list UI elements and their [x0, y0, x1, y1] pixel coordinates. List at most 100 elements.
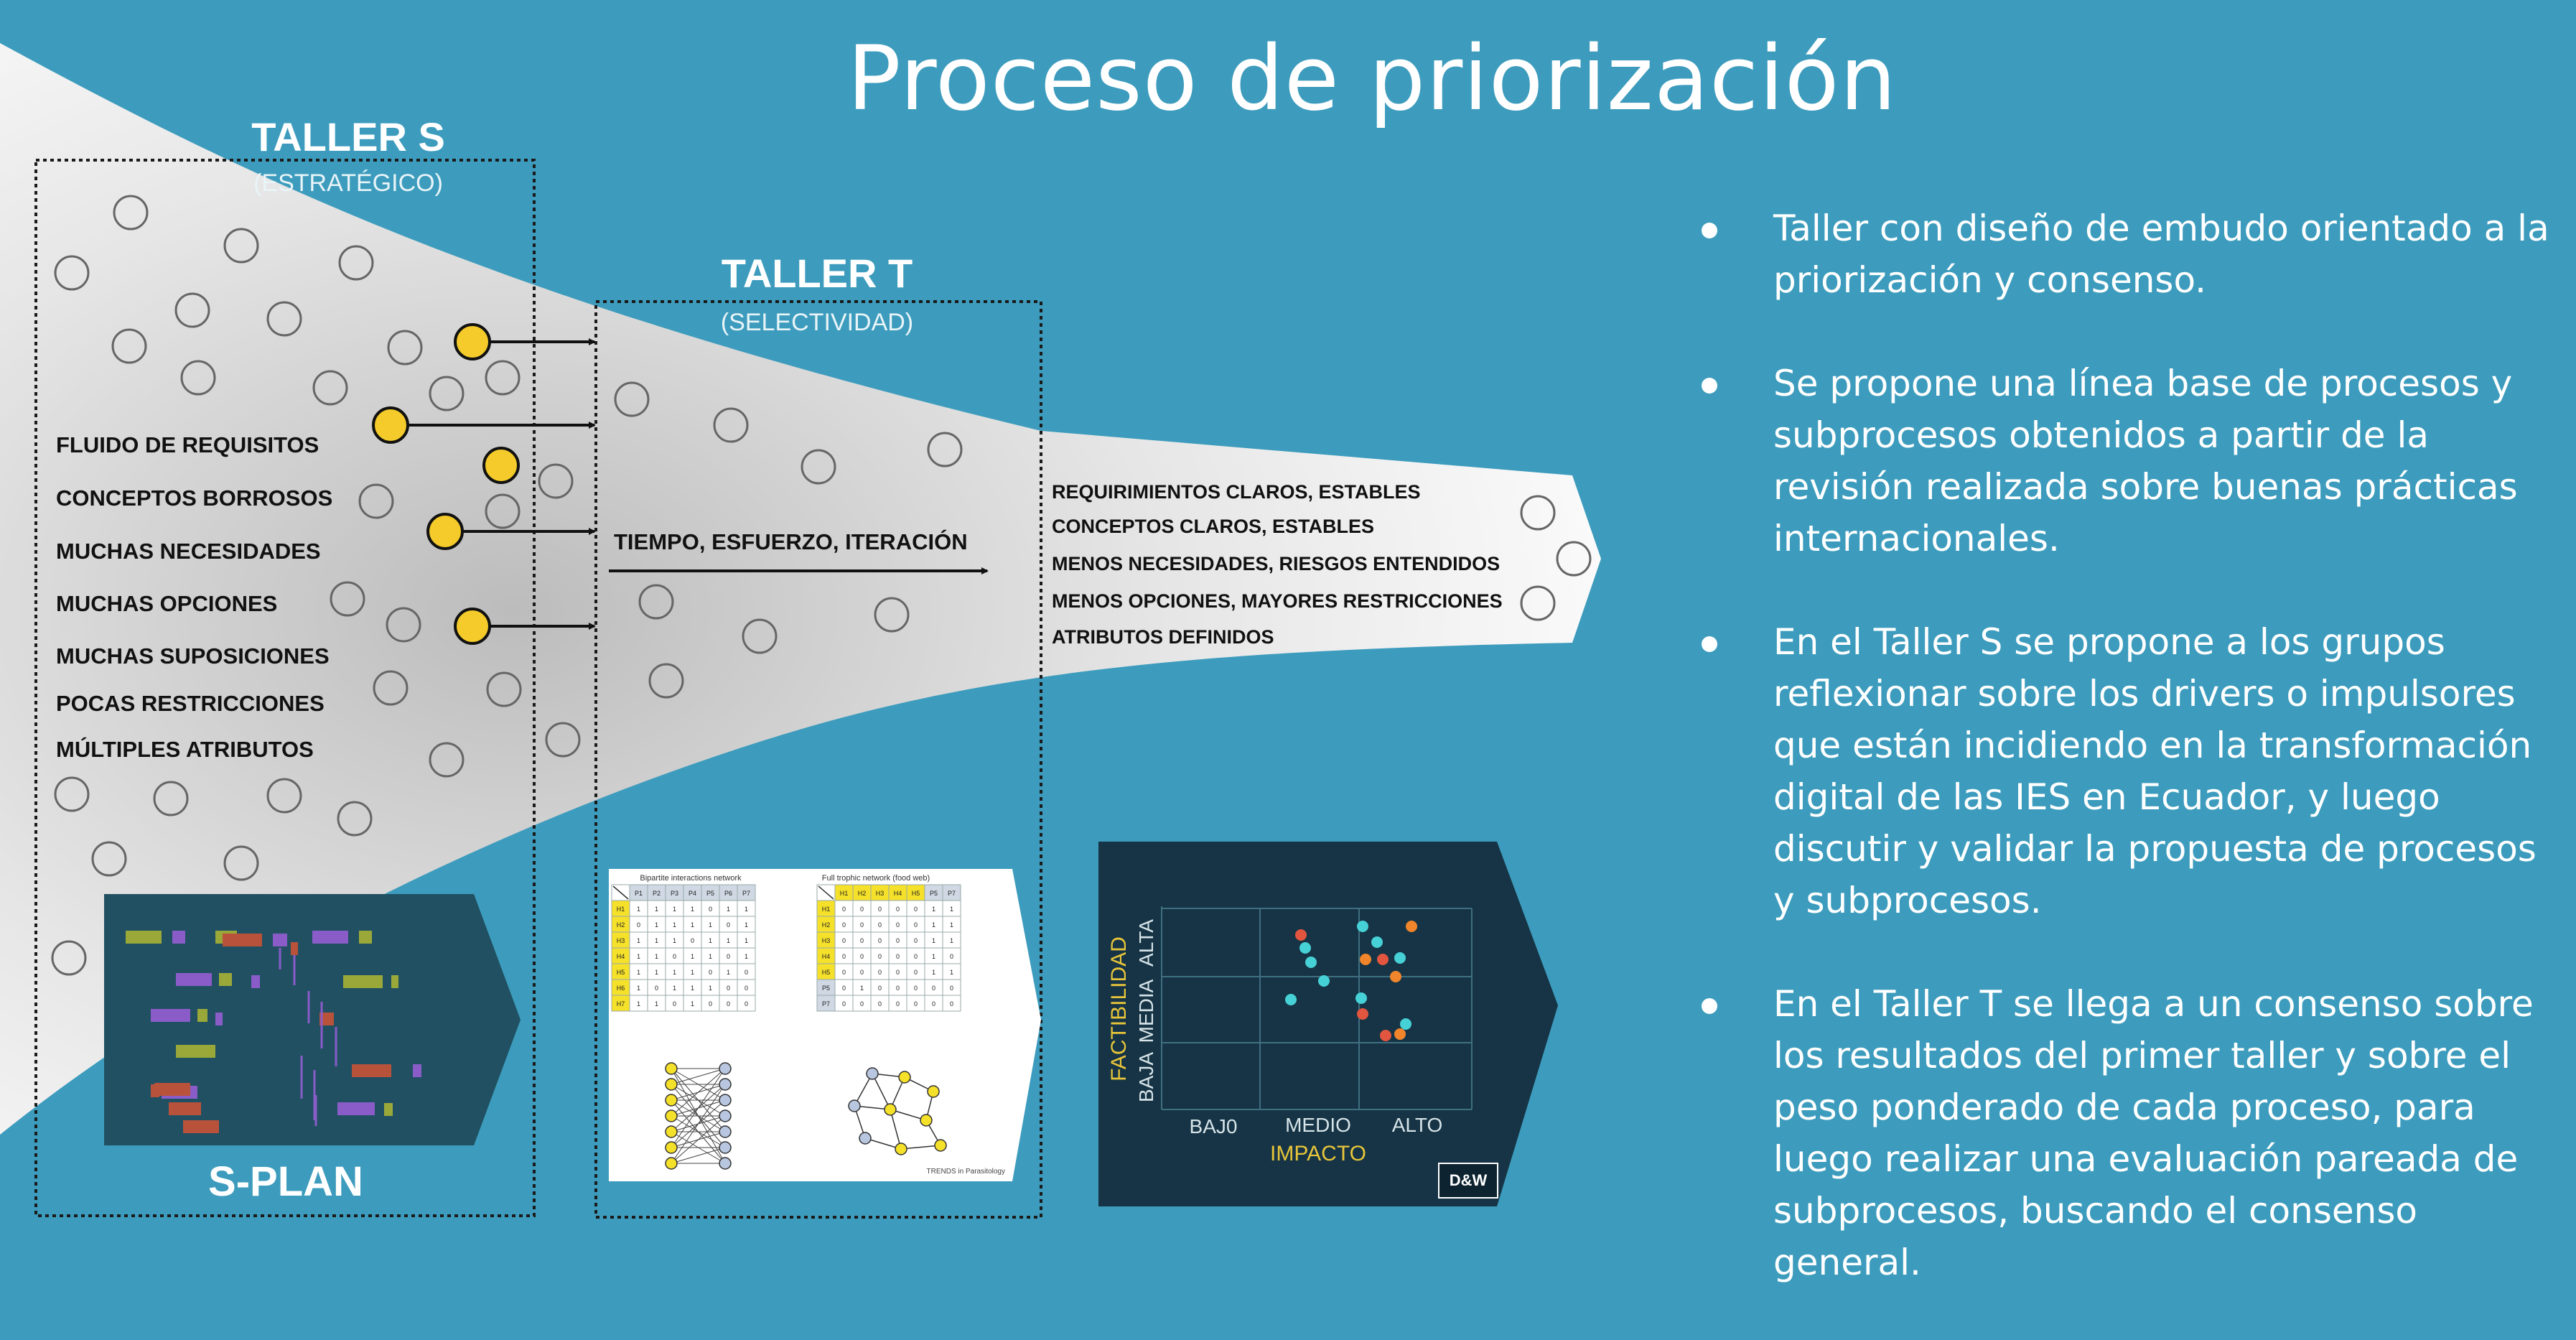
- splan-bar: [176, 1045, 215, 1058]
- matrix-row-label: H7: [617, 1000, 625, 1008]
- matrix-header-label: H4: [894, 890, 902, 897]
- matrix-header-label: H1: [840, 890, 849, 897]
- matrix-point: [1299, 942, 1311, 954]
- idea-circle: [373, 670, 409, 706]
- matrix-cell-value: 0: [745, 1000, 748, 1008]
- splan-label: S-PLAN: [208, 1158, 363, 1205]
- matrix-x-tick-bajo: BAJ0: [1190, 1115, 1238, 1137]
- matrix-cell-value: 1: [673, 937, 676, 944]
- splan-bar: [391, 975, 398, 988]
- bullet-text: En el Taller T se llega a un consenso so…: [1773, 983, 2534, 1283]
- matrix-cell-value: 1: [727, 937, 730, 944]
- matrix-header-label: P6: [724, 890, 732, 897]
- splan-bar: [343, 975, 383, 988]
- matrix-cell-value: 0: [878, 921, 882, 929]
- taller-t-box: [594, 300, 1042, 1219]
- matrix-cell-value: 0: [878, 937, 882, 944]
- matrix-cell-value: 0: [673, 953, 676, 960]
- selected-idea-circle: [454, 323, 491, 360]
- matrix-cell-value: 0: [878, 953, 882, 960]
- page-title: Proceso de priorización: [847, 27, 1898, 131]
- matrix-cell-value: 1: [745, 906, 748, 913]
- matrix-cell-value: 1: [709, 937, 712, 944]
- matrix-row-label: H6: [617, 985, 625, 992]
- idea-circle: [387, 330, 423, 366]
- matrix-point: [1394, 952, 1406, 964]
- matrix-cell-value: 1: [691, 1000, 694, 1008]
- splan-bar: [384, 1103, 393, 1116]
- matrix-cell-value: 1: [637, 1000, 640, 1008]
- matrix-cell-value: 0: [950, 985, 953, 992]
- idea-circle: [429, 742, 465, 778]
- bullet-dot-icon: [1702, 223, 1717, 238]
- bullet-item: Se propone una línea base de procesos y …: [1702, 358, 2563, 564]
- matrix-cell-value: 1: [709, 921, 712, 929]
- matrix-point: [1285, 994, 1297, 1005]
- network-node: [665, 1078, 678, 1091]
- matrix-cell-value: 0: [637, 921, 640, 929]
- matrix-cell-value: 1: [655, 1000, 658, 1008]
- splan-bar: [154, 1083, 190, 1096]
- middle-label: TIEMPO, ESFUERZO, ITERACIÓN: [614, 529, 968, 554]
- matrix-cell-value: 1: [691, 921, 694, 929]
- splan-gantt-bars: [126, 931, 421, 1133]
- dw-logo: D&W: [1450, 1171, 1488, 1189]
- matrix-cell-value: 0: [860, 969, 864, 976]
- idea-circle: [486, 671, 522, 707]
- matrix-header-label: P1: [635, 890, 643, 897]
- matrix-cell-value: 0: [950, 953, 953, 960]
- matrix-cell-value: 1: [655, 953, 658, 960]
- idea-circle: [545, 722, 581, 758]
- taller-s-subtitle: (ESTRATÉGICO): [253, 169, 443, 197]
- network-node: [859, 1132, 872, 1145]
- matrix-cell-value: 1: [655, 969, 658, 976]
- splan-arrow-shape: [104, 894, 521, 1145]
- matrix-cell-value: 1: [691, 906, 694, 913]
- funnel-diagram: TALLER S (ESTRATÉGICO) TALLER T (SELECTI…: [0, 43, 1601, 1219]
- bullet-text: Se propone una línea base de procesos y …: [1773, 363, 2518, 559]
- idea-circle: [386, 607, 421, 643]
- matrix-cell-value: 0: [691, 937, 694, 944]
- bullet-dot-icon: [1702, 378, 1717, 394]
- network-node: [719, 1094, 732, 1107]
- matrix-point: [1357, 1008, 1368, 1020]
- matrix-cell-value: 1: [932, 969, 935, 976]
- network-node: [665, 1157, 678, 1170]
- matrix-header-label: P5: [930, 890, 938, 897]
- network-edge: [671, 1068, 726, 1148]
- matrix-cell-value: 1: [745, 921, 748, 929]
- splan-bar: [126, 931, 162, 944]
- matrix-cell-value: 1: [691, 953, 694, 960]
- output-label: CONCEPTOS CLAROS, ESTABLES: [1052, 516, 1374, 537]
- bullet-item: Taller con diseño de embudo orientado a …: [1702, 203, 2563, 306]
- matrix-point: [1377, 954, 1389, 965]
- matrix-cell-value: 1: [950, 921, 953, 929]
- matrix-point: [1355, 992, 1367, 1004]
- matrix-header-label: P3: [671, 890, 678, 897]
- idea-circle: [113, 195, 149, 231]
- matrix-cell-value: 1: [709, 953, 712, 960]
- idea-circle: [801, 449, 836, 485]
- matrix-cell-value: 1: [932, 906, 935, 913]
- matrix-cell-value: 0: [896, 953, 900, 960]
- matrix-point: [1390, 971, 1401, 982]
- matrix-cell-value: 0: [896, 921, 900, 929]
- idea-circle: [91, 841, 127, 877]
- network-credit: TRENDS in Parasitology: [927, 1168, 1005, 1176]
- matrix-cell-value: 1: [950, 906, 953, 913]
- splan-bar: [291, 942, 298, 955]
- idea-circle: [330, 581, 365, 617]
- splan-bar: [352, 1064, 391, 1077]
- selected-idea-circle: [482, 447, 520, 484]
- splan-bar: [359, 931, 372, 944]
- matrix-cell-value: 1: [637, 906, 640, 913]
- idea-circle: [358, 483, 394, 519]
- idea-circle: [111, 328, 147, 364]
- matrix-cell-value: 0: [727, 921, 730, 929]
- idea-circle: [1556, 541, 1592, 577]
- matrix-cell-value: 0: [914, 969, 918, 976]
- matrix-point: [1380, 1030, 1391, 1041]
- network-edge: [671, 1068, 726, 1085]
- matrix-point: [1305, 957, 1317, 968]
- splan-bar: [215, 1013, 223, 1025]
